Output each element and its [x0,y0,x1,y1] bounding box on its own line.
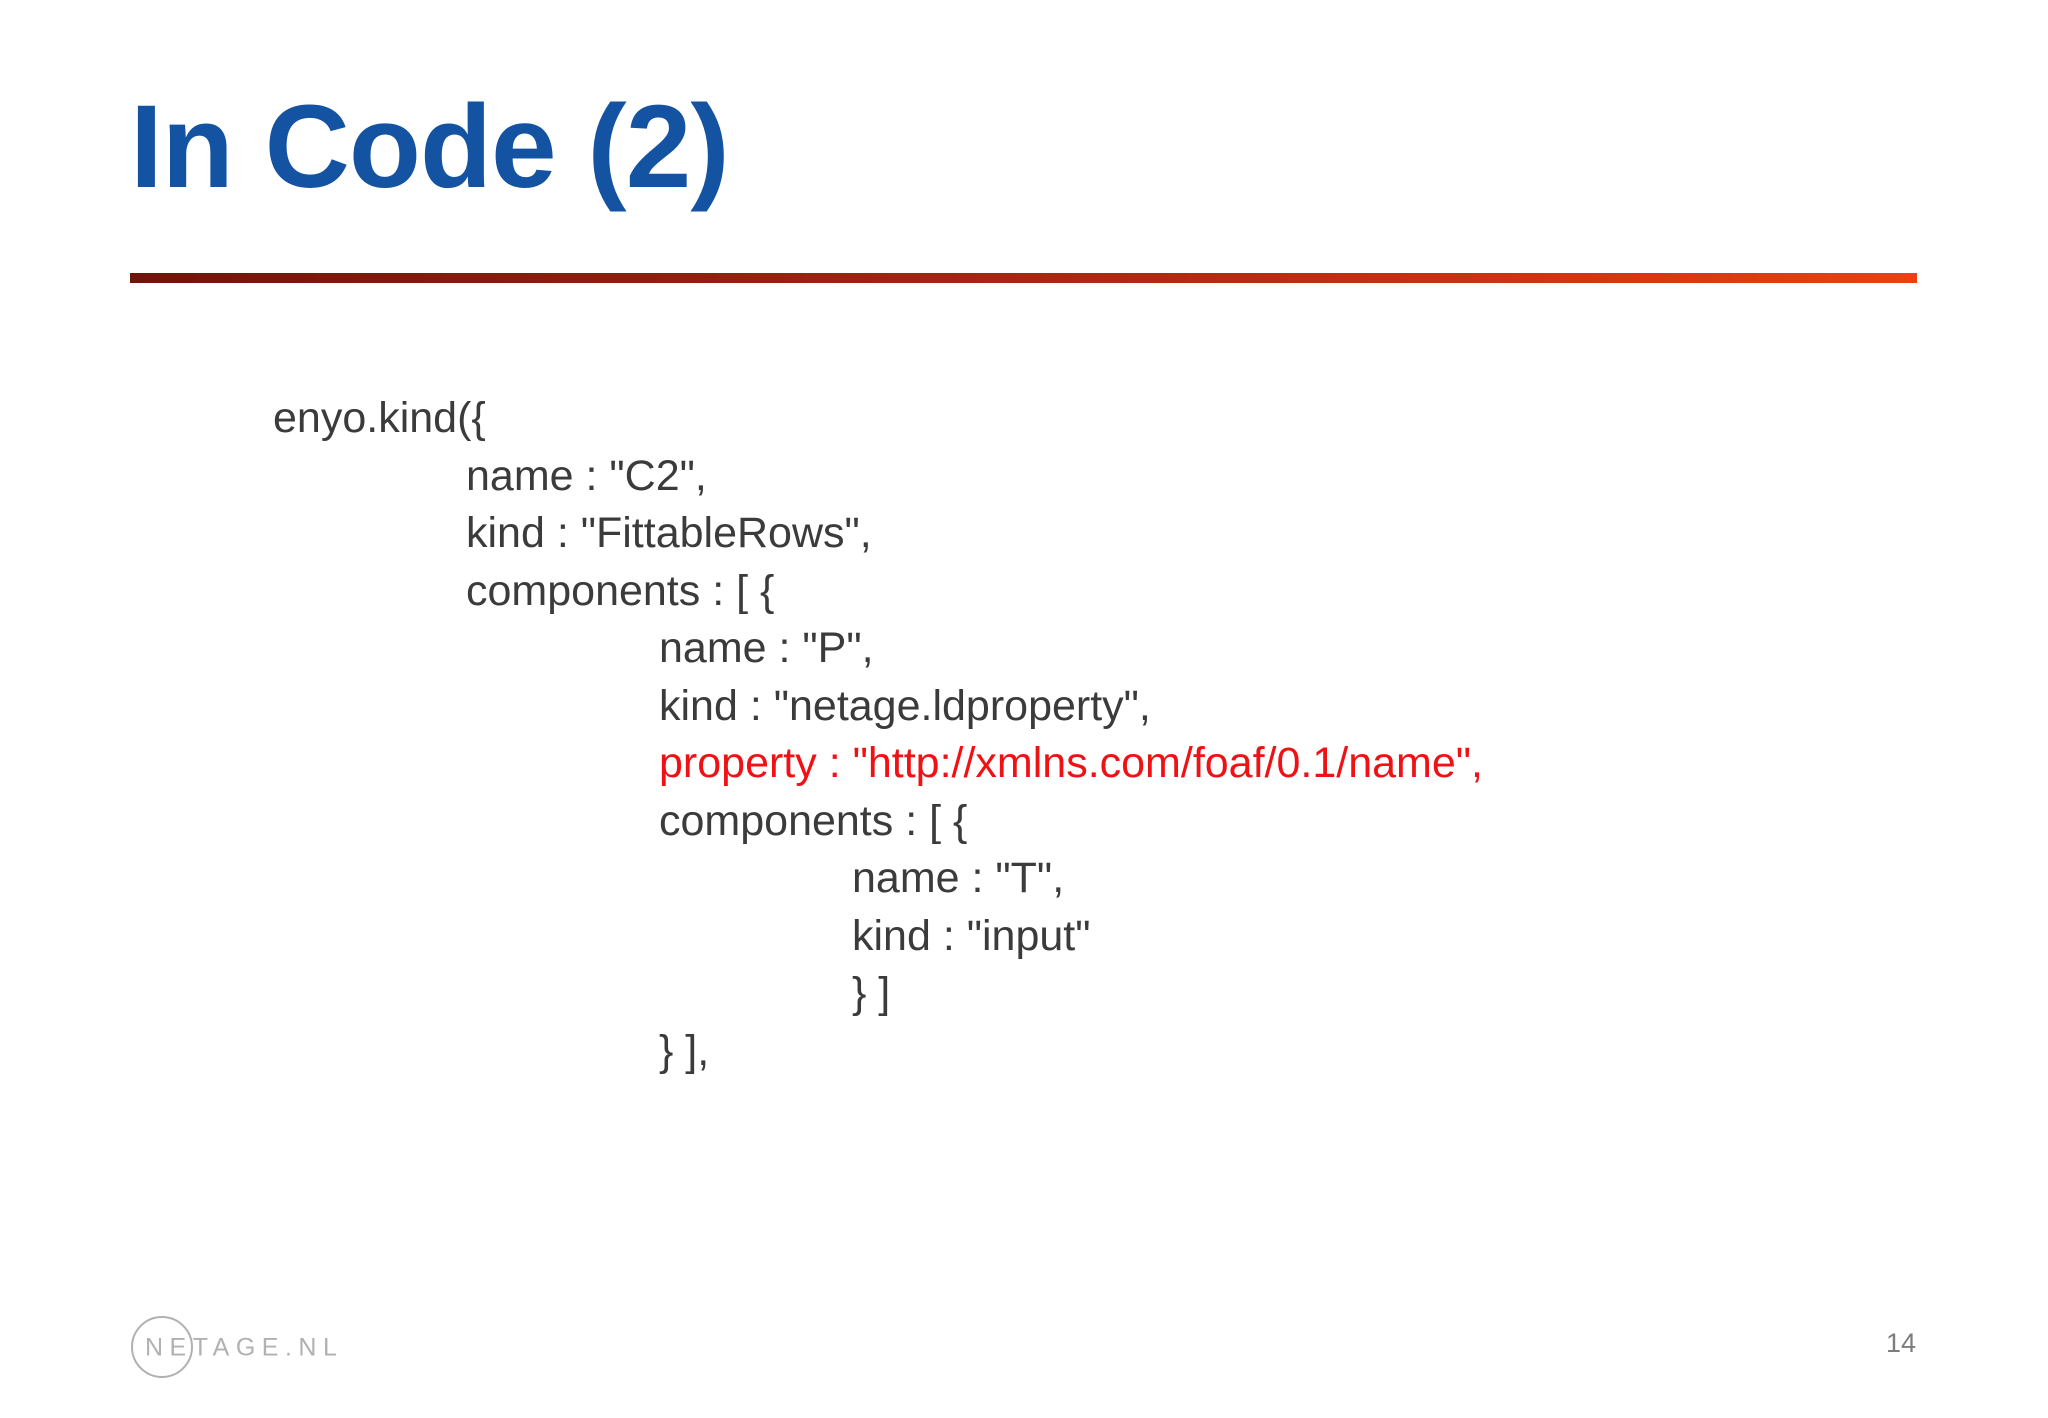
code-line: kind : "input" [852,911,1091,960]
code-line: enyo.kind({ [273,394,486,442]
logo-circle-icon [131,1316,193,1378]
code-line: kind : "netage.ldproperty", [659,681,1151,730]
code-line: name : "T", [852,854,1065,902]
logo-text: NETAGE.NL [145,1333,344,1362]
title-underline-rule [130,273,1917,283]
netage-logo: NETAGE.NL [131,1316,431,1380]
slide-title: In Code (2) [130,81,730,213]
code-line: name : "C2", [466,451,707,500]
code-block: enyo.kind({ name : "C2", kind : "FittableR… [273,390,1483,1080]
code-line: name : "P", [659,624,874,672]
code-line: } ] [852,969,891,1017]
code-line-highlighted: property : "http://xmlns.com/foaf/0.1/na… [659,739,1483,787]
code-line: components : [ { [659,796,968,845]
code-line: kind : "FittableRows", [466,509,872,557]
page-number: 14 [1886,1328,1917,1358]
code-line: } ], [659,1026,710,1075]
code-line: components : [ { [466,566,775,615]
